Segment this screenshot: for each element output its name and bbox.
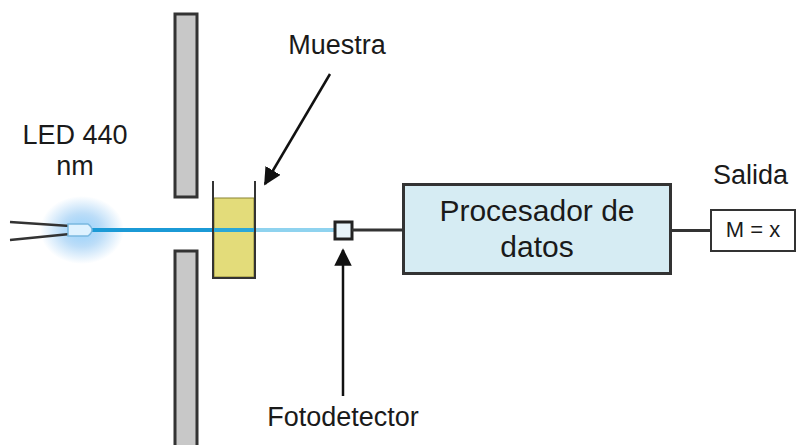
light-beam <box>92 228 213 232</box>
wire <box>352 229 402 232</box>
slit-wall <box>175 14 197 197</box>
slit-wall <box>175 251 197 445</box>
sample-liquid <box>214 198 254 277</box>
cuvette <box>213 181 255 278</box>
output-box: M = x <box>710 209 796 252</box>
led-wire <box>10 222 70 240</box>
led-body <box>68 224 92 236</box>
leader-line <box>342 250 345 396</box>
light-beam <box>213 228 255 232</box>
node-text: Procesador de datos <box>427 193 647 265</box>
node-text: M = x <box>726 217 780 243</box>
light-beam <box>255 228 336 232</box>
output-label: Salida <box>700 160 801 191</box>
led-label: LED 440 nm <box>10 120 140 182</box>
leader-line <box>265 74 330 184</box>
process-box: Procesador de datos <box>402 183 672 275</box>
light-beam <box>214 228 254 232</box>
sample-label: Muestra <box>262 30 412 61</box>
connector <box>672 229 710 232</box>
detector-label: Fotodetector <box>248 402 438 433</box>
photodetector <box>335 222 352 239</box>
